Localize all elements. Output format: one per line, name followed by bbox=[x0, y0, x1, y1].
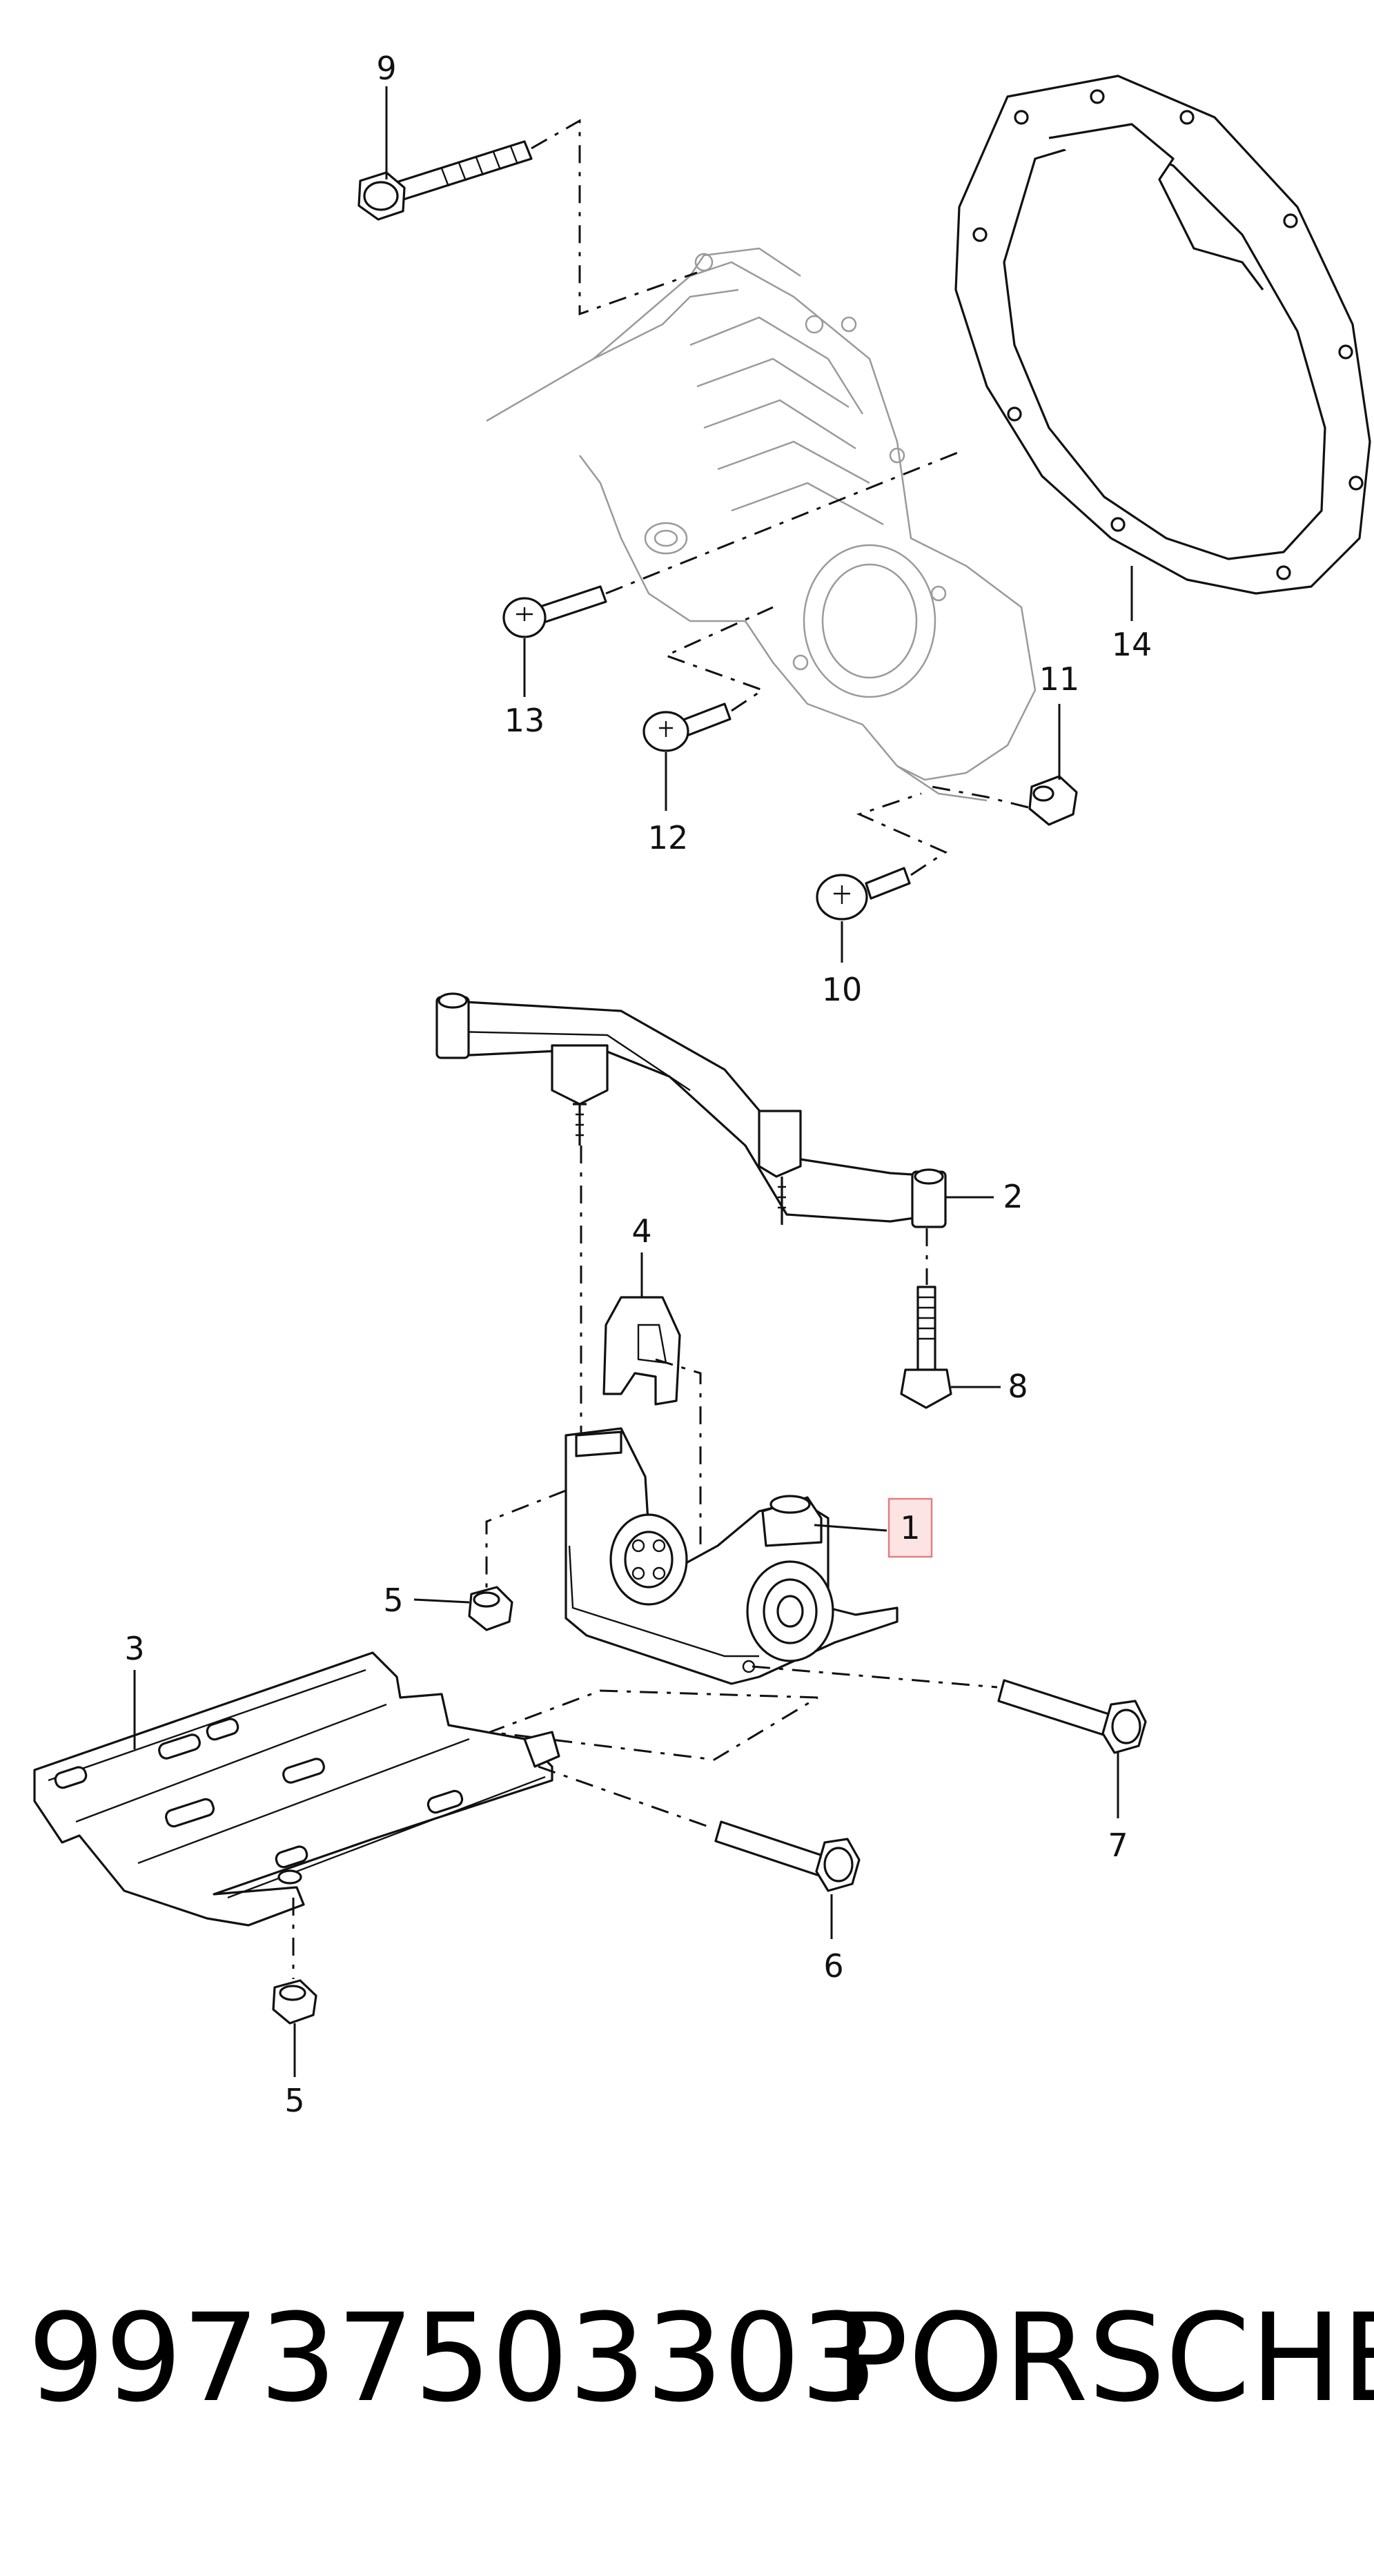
nut-5-upper bbox=[468, 1586, 513, 1631]
crossmember-2 bbox=[435, 992, 947, 1228]
callout-3[interactable]: 3 bbox=[124, 1630, 144, 1667]
callout-11[interactable]: 11 bbox=[1039, 660, 1080, 698]
bolt-6-path bbox=[538, 1765, 715, 1830]
bracket-4 bbox=[602, 1296, 681, 1406]
bolt-9 bbox=[357, 140, 533, 221]
bolt-12-path bbox=[663, 606, 774, 712]
callout-1[interactable]: 1 bbox=[900, 1509, 920, 1546]
bell-housing-ring bbox=[954, 75, 1371, 595]
bracket-3 bbox=[33, 1651, 560, 1927]
brand-name: PORSCHE bbox=[835, 2288, 1374, 2429]
bolt-7-path bbox=[752, 1665, 998, 1689]
callout-5-upper[interactable]: 5 bbox=[383, 1582, 403, 1619]
mount-nut-path bbox=[485, 1489, 567, 1594]
callout-14[interactable]: 14 bbox=[1112, 626, 1152, 663]
bracket-4-path bbox=[655, 1358, 702, 1546]
callout-1-highlight bbox=[887, 1497, 933, 1558]
callout-6[interactable]: 6 bbox=[823, 1947, 843, 1985]
callout-10[interactable]: 10 bbox=[822, 971, 863, 1008]
nut-11-path bbox=[931, 785, 1029, 809]
bolt-12 bbox=[642, 702, 732, 752]
nut-11 bbox=[1028, 775, 1078, 826]
footer: 99737503303 PORSCHE bbox=[28, 2288, 1374, 2450]
engine-mount-1 bbox=[565, 1427, 899, 1685]
callout-12[interactable]: 12 bbox=[648, 819, 689, 856]
transmission-housing-ghost bbox=[486, 247, 1037, 802]
callout-9[interactable]: 9 bbox=[376, 50, 396, 87]
nut-5-lower bbox=[272, 1979, 317, 2025]
bolt-10 bbox=[816, 867, 911, 921]
bolt-7 bbox=[997, 1679, 1147, 1754]
callout-5-lower[interactable]: 5 bbox=[284, 2082, 304, 2119]
part-number: 99737503303 bbox=[28, 2288, 878, 2429]
bolt-13-path bbox=[605, 451, 960, 595]
bolt-8 bbox=[900, 1286, 952, 1409]
bolt-6 bbox=[714, 1820, 861, 1892]
callout-8[interactable]: 8 bbox=[1008, 1368, 1028, 1405]
callout-2[interactable]: 2 bbox=[1003, 1178, 1023, 1215]
callout-4[interactable]: 4 bbox=[631, 1212, 651, 1250]
leader-lines bbox=[133, 86, 1133, 2077]
callout-13[interactable]: 13 bbox=[504, 702, 545, 739]
bolt-9-path bbox=[531, 119, 698, 316]
bolt-10-path bbox=[856, 792, 948, 876]
bolt-13 bbox=[502, 585, 607, 638]
callout-7[interactable]: 7 bbox=[1108, 1827, 1128, 1864]
